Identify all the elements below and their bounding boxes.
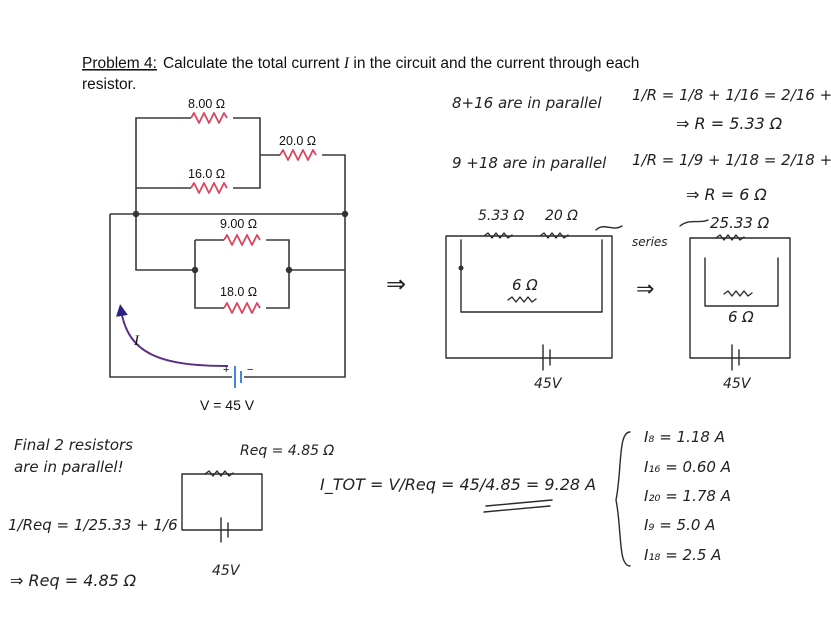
problem-var: I <box>343 55 350 72</box>
c4-frame <box>181 473 263 531</box>
total-current: I_TOT = V/Req = 45/4.85 = 9.28 A <box>320 475 596 495</box>
c2-label-c: 6 Ω <box>512 276 538 294</box>
c3-frame <box>689 237 791 359</box>
junction <box>285 266 293 274</box>
final-circuit: Req = 4.85 Ω 45V <box>181 443 334 579</box>
battery-plus: + <box>223 364 229 376</box>
simplified-circuit-2: 5.33 Ω 20 Ω 6 Ω 45V series <box>445 208 668 392</box>
c2-resistor-a <box>483 232 513 239</box>
c3-resistor-b <box>723 290 753 297</box>
resistor-9 <box>223 234 261 246</box>
resistor-8 <box>190 112 228 124</box>
c4-req: Req = 4.85 Ω <box>240 443 334 459</box>
junction <box>132 210 140 218</box>
c2-resistor-b <box>539 232 569 239</box>
step1-eq: 1/R = 1/8 + 1/16 = 2/16 + 1/16 <box>632 86 831 104</box>
final-result: ⇒ Req = 4.85 Ω <box>10 571 137 590</box>
total-current-underline <box>483 499 553 513</box>
c2-inner <box>460 239 603 313</box>
step1-text: 8+16 are in parallel <box>452 94 602 112</box>
series-note: series <box>632 235 668 249</box>
junction <box>341 210 349 218</box>
current-i8: I₈ = 1.18 A <box>644 428 725 446</box>
c2-resistor-c <box>507 296 537 303</box>
c2-label-b: 20 Ω <box>545 208 578 224</box>
c3-label-b: 6 Ω <box>728 308 754 326</box>
c3-voltage: 45V <box>723 376 752 392</box>
brace <box>615 431 631 567</box>
label-r8: 8.00 Ω <box>188 97 225 111</box>
voltage-label: V = 45 V <box>200 397 255 413</box>
c4-resistor <box>204 470 234 477</box>
c3-resistor-a <box>715 234 745 241</box>
final-line2: are in parallel! <box>14 458 124 476</box>
step2-eq: 1/R = 1/9 + 1/18 = 2/18 + 1/18 <box>632 151 831 169</box>
c2-frame <box>445 235 613 359</box>
current-i9: I₉ = 5.0 A <box>644 516 715 534</box>
c2-label-a: 5.33 Ω <box>478 208 525 224</box>
c2-voltage: 45V <box>534 376 563 392</box>
final-eq: 1/Req = 1/25.33 + 1/6 <box>8 516 178 534</box>
current-arrow <box>116 304 229 367</box>
label-r9: 9.00 Ω <box>220 217 257 231</box>
c3-inner <box>704 257 779 307</box>
current-i18: I₁₈ = 2.5 A <box>644 546 721 564</box>
c4-voltage: 45V <box>212 563 241 579</box>
c3-label-a: 25.33 Ω <box>710 214 770 232</box>
resistor-20 <box>279 149 317 161</box>
battery-minus: − <box>247 364 253 376</box>
junction <box>191 266 199 274</box>
label-r16: 16.0 Ω <box>188 167 225 181</box>
outer-wire <box>109 214 346 378</box>
problem-statement: Problem 4:Calculate the total current I … <box>82 55 639 72</box>
final-line1: Final 2 resistors <box>14 436 133 454</box>
problem-text-b: in the circuit and the current through e… <box>349 55 639 72</box>
original-circuit: 8.00 Ω 16.0 Ω 20.0 Ω 9.00 Ω 18.0 Ω + − V… <box>109 97 349 413</box>
step-arrow-2: ⇒ <box>636 277 654 302</box>
current-i20: I₂₀ = 1.78 A <box>644 487 731 505</box>
problem-text-a: Calculate the total current <box>163 55 344 72</box>
problem-label: Problem 4: <box>82 55 157 72</box>
simplified-circuit-3: 25.33 Ω 6 Ω 45V <box>679 214 791 392</box>
step1-result: ⇒ R = 5.33 Ω <box>676 114 783 133</box>
resistor-16 <box>190 182 228 194</box>
step-arrow-1: ⇒ <box>386 270 406 298</box>
current-i16: I₁₆ = 0.60 A <box>644 458 731 476</box>
current-label: I <box>133 333 140 349</box>
step2-text: 9 +18 are in parallel <box>452 154 607 172</box>
step2-result: ⇒ R = 6 Ω <box>686 185 767 204</box>
resistor-18 <box>223 302 261 314</box>
label-r18: 18.0 Ω <box>220 285 257 299</box>
label-r20: 20.0 Ω <box>279 134 316 148</box>
problem-line2: resistor. <box>82 76 136 93</box>
